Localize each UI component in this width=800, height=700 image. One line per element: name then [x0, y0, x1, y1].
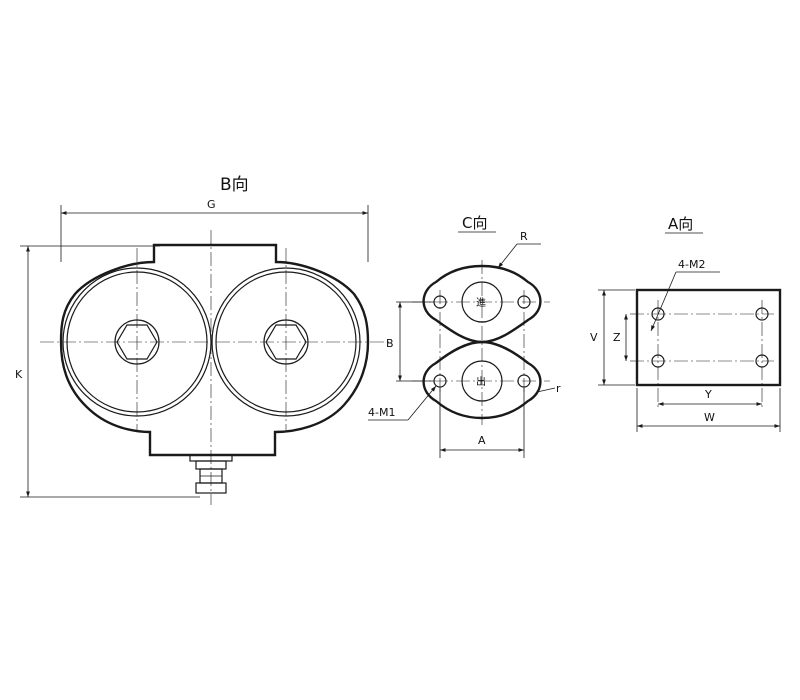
- dim-b-label: B: [386, 337, 394, 350]
- dimension-y: Y: [658, 388, 762, 406]
- leader-4-m2: 4-M2: [650, 258, 720, 332]
- dimension-k: K: [15, 245, 200, 498]
- dimension-b: B: [386, 301, 434, 382]
- b-view: B向 G K: [15, 175, 392, 505]
- leader-4-m1: 4-M1: [368, 385, 437, 421]
- inlet-label: 進: [476, 297, 486, 309]
- dimension-z: Z: [613, 314, 628, 361]
- a-view-title: A向: [668, 215, 693, 233]
- dim-v-label: V: [590, 331, 598, 344]
- dim-y-label: Y: [704, 388, 712, 401]
- housing-outline: [59, 243, 370, 457]
- dim-k-label: K: [15, 368, 23, 381]
- dimension-g: G: [60, 198, 369, 262]
- dim-a-label: A: [478, 434, 486, 447]
- dim-z-label: Z: [613, 331, 621, 344]
- outlet-flange: [422, 340, 542, 420]
- a-view: A向 V Z Y: [590, 215, 782, 432]
- mounting-plate: [635, 288, 782, 387]
- dimension-a: A: [439, 388, 525, 458]
- dimension-v: V: [590, 289, 635, 386]
- b-view-title: B向: [220, 175, 249, 195]
- dimension-w: W: [636, 388, 781, 432]
- label-r-outer: R: [520, 230, 528, 243]
- c-view: C向 進 出 B A: [368, 214, 561, 458]
- leader-r: R: [497, 230, 541, 269]
- label-r-small: r: [556, 382, 561, 395]
- label-4-m1: 4-M1: [368, 406, 395, 419]
- dim-g-label: G: [207, 198, 216, 211]
- c-view-title: C向: [462, 214, 487, 232]
- label-4-m2: 4-M2: [678, 258, 705, 271]
- outlet-label: 出: [476, 375, 486, 388]
- dim-w-label: W: [704, 411, 715, 424]
- leader-small-r: r: [536, 382, 561, 395]
